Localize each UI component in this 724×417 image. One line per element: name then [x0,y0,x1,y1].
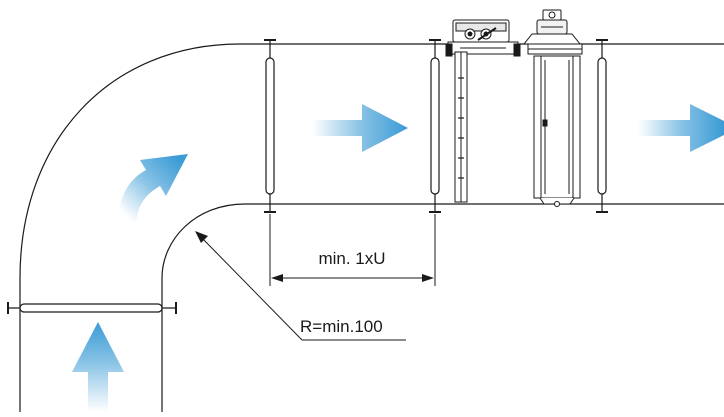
airflow-arrow-straight [312,104,408,152]
dimension-min-distance [269,214,436,286]
duct-flange-1 [264,39,276,213]
duct-outline [19,43,724,412]
bend-radius-label: R=min.100 [300,317,383,336]
duct-inner-wall [161,203,724,412]
airflow-arrow-icon [72,104,724,412]
duct-flange-2 [429,39,441,213]
damper-motor-icon [522,9,583,55]
airflow-arrow-bend [118,154,188,222]
airflow-arrow-up [72,322,124,412]
dimension-label-min-distance: min. 1xU [318,249,385,268]
duct-outer-wall [19,43,724,412]
bend-radius-leader [195,231,406,341]
airflow-arrow-outlet [638,104,724,152]
vertical-duct-flange [7,302,177,314]
damper-housing [533,55,581,207]
damper-actuator-icon [445,19,521,57]
damper-blade-assembly [454,51,468,203]
duct-flange-3 [596,39,608,213]
